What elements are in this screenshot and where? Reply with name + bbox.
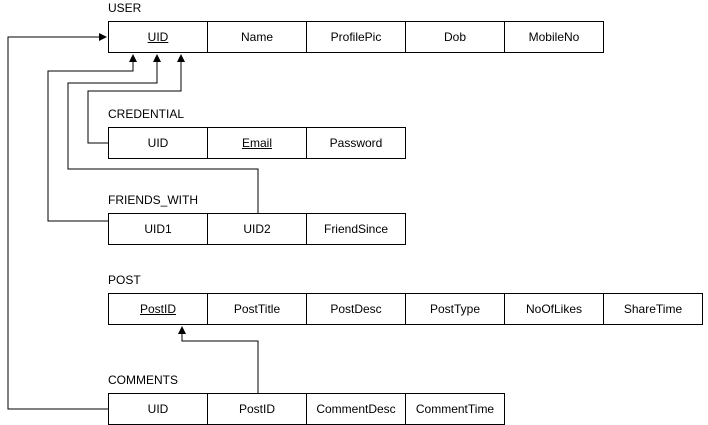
post-posttype-cell: PostType <box>405 293 505 325</box>
user-mobileno-cell: MobileNo <box>504 21 604 53</box>
comments-uid-cell: UID <box>108 393 208 425</box>
credential-table: UID Email Password <box>108 127 406 159</box>
credential-password-cell: Password <box>306 127 406 159</box>
user-name-label: Name <box>240 30 273 44</box>
user-name-cell: Name <box>207 21 307 53</box>
user-profilepic-cell: ProfilePic <box>306 21 406 53</box>
post-posttitle-label: PostTitle <box>233 302 281 316</box>
friends-with-friendsince-cell: FriendSince <box>306 213 406 245</box>
post-postid-label: PostID <box>139 302 176 316</box>
comments-postid-cell: PostID <box>207 393 307 425</box>
credential-uid-label: UID <box>147 136 169 150</box>
user-profilepic-label: ProfilePic <box>330 30 382 44</box>
comments-table: UID PostID CommentDesc CommentTime <box>108 393 505 425</box>
comments-commentdesc-label: CommentDesc <box>316 402 396 416</box>
user-mobileno-label: MobileNo <box>528 30 580 44</box>
comments-postid-to-post-postid-connector <box>178 326 259 393</box>
credential-email-cell: Email <box>207 127 307 159</box>
comments-commenttime-label: CommentTime <box>415 402 495 416</box>
comments-table-title: COMMENTS <box>108 373 178 387</box>
user-uid-cell: UID <box>108 21 208 53</box>
user-table: UID Name ProfilePic Dob MobileNo <box>108 21 604 53</box>
credential-email-label: Email <box>241 136 272 150</box>
user-table-title: USER <box>108 1 142 15</box>
friends-with-uid2-cell: UID2 <box>207 213 307 245</box>
post-postdesc-cell: PostDesc <box>306 293 406 325</box>
post-posttitle-cell: PostTitle <box>207 293 307 325</box>
post-postdesc-label: PostDesc <box>330 302 382 316</box>
credential-uid-cell: UID <box>108 127 208 159</box>
post-nooflikes-label: NoOfLikes <box>525 302 583 316</box>
user-dob-cell: Dob <box>405 21 505 53</box>
post-posttype-label: PostType <box>429 302 481 316</box>
friends-with-uid1-cell: UID1 <box>108 213 208 245</box>
post-table: PostID PostTitle PostDesc PostType NoOfL… <box>108 293 703 325</box>
comments-commentdesc-cell: CommentDesc <box>306 393 406 425</box>
comments-commenttime-cell: CommentTime <box>405 393 505 425</box>
post-sharetime-label: ShareTime <box>623 302 683 316</box>
post-nooflikes-cell: NoOfLikes <box>504 293 604 325</box>
user-uid-label: UID <box>147 30 169 44</box>
user-dob-label: Dob <box>443 30 466 44</box>
credential-table-title: CREDENTIAL <box>108 107 185 121</box>
comments-uid-label: UID <box>147 402 169 416</box>
friends-with-uid2-label: UID2 <box>243 222 271 236</box>
post-postid-cell: PostID <box>108 293 208 325</box>
friends-with-table: UID1 UID2 FriendSince <box>108 213 406 245</box>
comments-postid-label: PostID <box>238 402 275 416</box>
friends-with-table-title: FRIENDS_WITH <box>108 193 198 207</box>
friends-with-friendsince-label: FriendSince <box>323 222 389 236</box>
comments-uid-to-user-uid-connector <box>7 33 108 410</box>
post-sharetime-cell: ShareTime <box>603 293 703 325</box>
post-table-title: POST <box>108 273 141 287</box>
friends-with-uid1-label: UID1 <box>144 222 172 236</box>
credential-password-label: Password <box>329 136 383 150</box>
